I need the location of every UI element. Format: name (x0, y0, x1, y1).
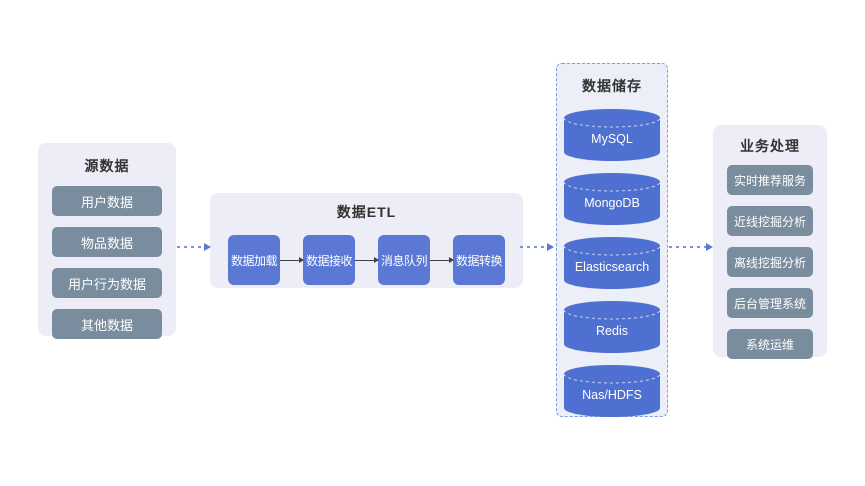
business-node-admin-system: 后台管理系统 (727, 288, 813, 318)
dashed-arrow-source-to-etl (177, 243, 211, 251)
source-node-item-data: 物品数据 (52, 227, 162, 257)
business-node-offline-mining: 离线挖掘分析 (727, 247, 813, 277)
storage-panel-title: 数据储存 (582, 78, 642, 94)
business-node-realtime-recommend: 实时推荐服务 (727, 165, 813, 195)
database-cylinder-redis: Redis (564, 301, 660, 353)
etl-node-message-queue: 消息队列 (378, 235, 430, 285)
etl-panel-title: 数据ETL (336, 204, 397, 220)
source-panel-title: 源数据 (84, 158, 130, 174)
database-cylinder-elasticsearch: Elasticsearch (564, 237, 660, 289)
business-panel-title: 业务处理 (740, 138, 800, 154)
source-node-other-data: 其他数据 (52, 309, 162, 339)
storage-item-list: MySQL MongoDB Elasticsearch (557, 109, 667, 417)
cylinder-label: Elasticsearch (574, 260, 650, 274)
dashed-arrow-etl-to-storage (520, 243, 554, 251)
database-cylinder-icon (564, 365, 660, 417)
business-item-list: 实时推荐服务 近线挖掘分析 离线挖掘分析 后台管理系统 系统运维 (713, 165, 827, 359)
arrow-right-icon (280, 256, 304, 263)
business-processing-panel: 业务处理 实时推荐服务 近线挖掘分析 离线挖掘分析 后台管理系统 系统运维 (713, 125, 827, 359)
source-node-user-data: 用户数据 (52, 186, 162, 216)
database-cylinder-mysql: MySQL (564, 109, 660, 161)
database-cylinder-icon (564, 301, 660, 353)
etl-panel: 数据ETL 数据加载 数据接收 消息队列 数据转换 (210, 193, 523, 288)
etl-node-data-receive: 数据接收 (303, 235, 355, 285)
database-cylinder-icon (564, 109, 660, 161)
source-item-list: 用户数据 物品数据 用户行为数据 其他数据 (38, 186, 176, 339)
etl-node-data-transform: 数据转换 (453, 235, 505, 285)
cylinder-label: Redis (596, 324, 628, 338)
arrow-right-icon (430, 256, 454, 263)
database-cylinder-icon (564, 173, 660, 225)
database-cylinder-mongodb: MongoDB (564, 173, 660, 225)
data-storage-panel: 数据储存 MySQL MongoDB (556, 63, 668, 417)
etl-step-row: 数据加载 数据接收 消息队列 数据转换 (210, 235, 523, 285)
dashed-arrow-storage-to-business (669, 243, 713, 251)
cylinder-label: MongoDB (584, 196, 640, 210)
business-node-system-ops: 系统运维 (727, 329, 813, 359)
business-node-nearline-mining: 近线挖掘分析 (727, 206, 813, 236)
cylinder-label: Nas/HDFS (582, 388, 642, 402)
arrow-right-icon (355, 256, 379, 263)
database-cylinder-nas-hdfs: Nas/HDFS (564, 365, 660, 417)
source-node-user-behavior-data: 用户行为数据 (52, 268, 162, 298)
source-data-panel: 源数据 用户数据 物品数据 用户行为数据 其他数据 (38, 143, 176, 339)
cylinder-label: MySQL (591, 132, 633, 146)
etl-node-data-load: 数据加载 (228, 235, 280, 285)
database-cylinder-icon (564, 237, 660, 289)
